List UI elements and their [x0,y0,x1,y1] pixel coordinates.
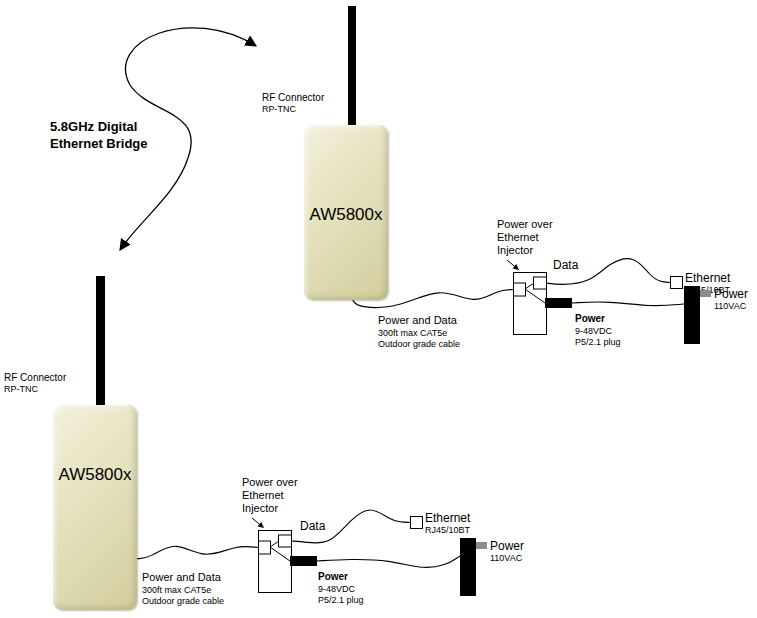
cable-label: Power and Data [378,314,457,327]
power-line [270,547,290,561]
injector-symbol [513,272,573,336]
node-text: AW5800x [304,205,388,225]
port-label: Data [553,258,578,272]
leader-arrowhead [258,522,265,528]
power-plug [290,556,317,566]
node-text: Power over Ethernet Injector [497,218,577,257]
plug-prongs [476,542,487,549]
rj45-jack [670,276,683,289]
antenna [348,6,356,127]
radio-enclosure: AW5800x [304,125,388,300]
leader-arrowhead [513,264,520,270]
node-subtitle: 110VAC [490,553,524,564]
cable-port [514,283,526,296]
poe-injector: Power over Ethernet Injector [497,218,577,336]
voltage-spec: 9-48VDC [318,584,355,595]
node-title: Power [714,288,748,301]
power-adapter [460,538,476,596]
cable-spec: 300ft max CAT5e [378,328,447,339]
cable [137,546,259,558]
node-text: Power over Ethernet Injector [242,476,322,515]
cable [317,556,460,567]
connector-type: RP-TNC [262,104,296,115]
data-port [279,535,292,547]
power-plug [545,298,572,308]
connector-label: RF Connector [4,372,66,384]
node-text: Power110VAC [490,538,524,564]
node-title: Ethernet [425,512,470,525]
radio-enclosure: AW5800x [53,405,137,610]
plug-spec: P5/2.1 plug [318,595,364,606]
power-supply: Power110VAC [460,538,524,564]
cable-spec: Outdoor grade cable [142,596,224,607]
data-port [534,277,547,289]
cable-spec: Outdoor grade cable [378,339,460,350]
connector-type: RP-TNC [4,384,38,395]
node-text: AW5800x [53,465,137,485]
node-title: AW5800x [304,205,388,225]
power-line [525,289,545,303]
ethernet-jack: EthernetRJ45/10BT [408,512,470,536]
cable [292,510,411,543]
signal-line [270,541,279,547]
power-label: Power [575,313,605,325]
node-text: EthernetRJ45/10BT [425,512,470,536]
poe-injector: Power over Ethernet Injector [242,476,322,594]
antenna [96,276,105,407]
plug-prongs [700,290,711,297]
rj45-jack [410,516,423,529]
cable-label: Power and Data [142,571,221,584]
connector-label: RF Connector [262,92,324,104]
node-title: AW5800x [53,465,137,485]
cable-port [259,541,271,554]
node-title: Ethernet [685,272,730,285]
cable-spec: 300ft max CAT5e [142,585,211,596]
voltage-spec: 9-48VDC [575,326,612,337]
injector-body [514,273,547,335]
node-title: Power [490,540,524,553]
power-supply: Power110VAC [684,286,748,312]
injector-body [259,531,292,593]
power-adapter [684,286,700,344]
injector-symbol [258,530,318,594]
node-subtitle: RJ45/10BT [425,525,470,536]
plug-spec: P5/2.1 plug [575,337,621,348]
port-label: Data [300,519,325,533]
node-title: Power over Ethernet Injector [242,476,304,515]
node-title: Power over Ethernet Injector [497,218,559,257]
link-label: 5.8GHz Digital Ethernet Bridge [50,118,162,152]
node-subtitle: 110VAC [714,301,748,312]
signal-line [525,283,534,289]
cable [572,302,684,306]
power-label: Power [318,571,348,583]
node-text: Power110VAC [714,286,748,312]
cable [547,259,671,285]
